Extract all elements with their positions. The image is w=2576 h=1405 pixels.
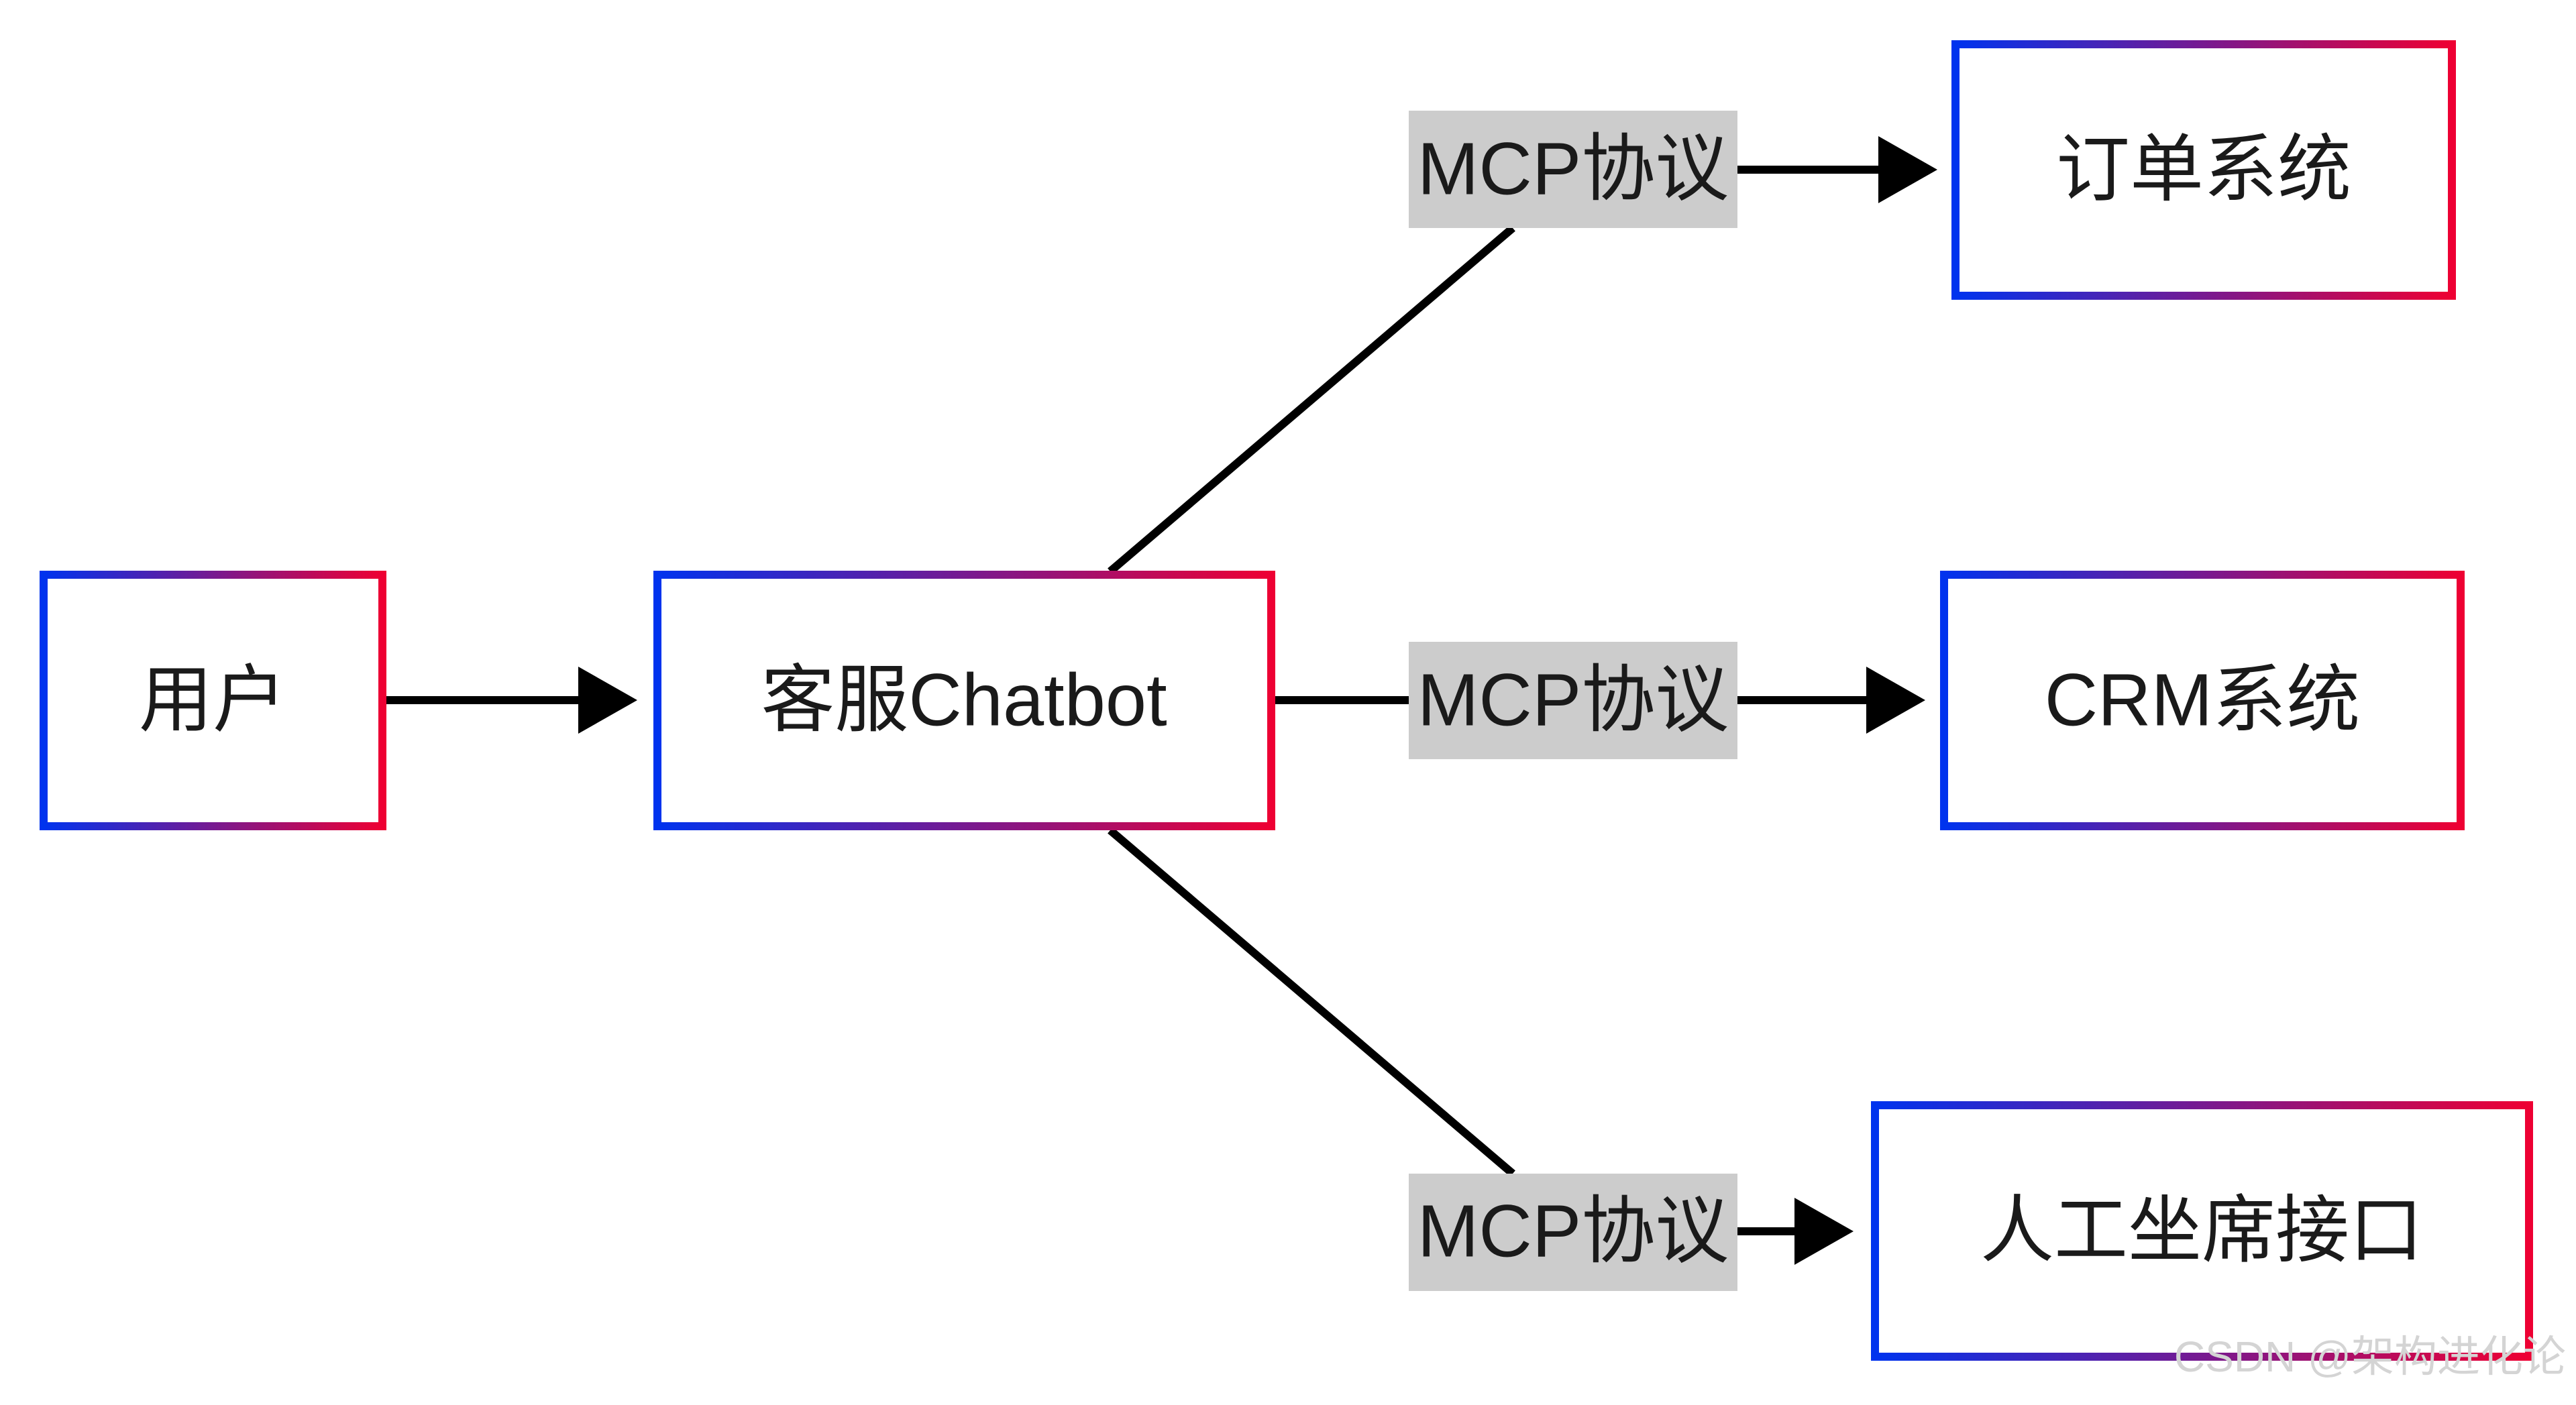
arrowhead-order <box>1878 136 1937 203</box>
edge-label-agent-bg <box>1409 1174 1737 1291</box>
edge-chatbot-order <box>1108 225 1515 575</box>
node-order-label: 订单系统 <box>2056 129 2351 211</box>
node-agent-box <box>1871 1101 2533 1361</box>
node-user[interactable]: 用户 <box>40 571 386 830</box>
edge-label-order-text: MCP协议 <box>1417 128 1729 211</box>
node-crm-label: CRM系统 <box>2045 659 2361 742</box>
node-user-box <box>40 571 386 830</box>
node-user-label: 用户 <box>139 659 286 742</box>
edge-label-order: MCP协议 <box>1409 111 1737 228</box>
node-agent-label: 人工坐席接口 <box>1980 1190 2423 1272</box>
arrowhead-chatbot <box>578 667 637 734</box>
node-order[interactable]: 订单系统 <box>1951 40 2456 300</box>
node-chatbot[interactable]: 客服Chatbot <box>653 571 1275 830</box>
node-agent[interactable]: 人工坐席接口 <box>1871 1101 2533 1361</box>
connectors <box>382 166 1885 1235</box>
edge-label-order-bg <box>1409 111 1737 228</box>
edge-label-agent: MCP协议 <box>1409 1174 1737 1291</box>
edge-chatbot-agent <box>1108 827 1515 1177</box>
node-chatbot-box <box>653 571 1275 830</box>
edge-label-crm: MCP协议 <box>1409 642 1737 759</box>
edge-label-agent-text: MCP协议 <box>1417 1190 1729 1273</box>
arrowhead-crm <box>1866 667 1925 734</box>
arrowheads <box>578 136 1937 1265</box>
node-crm[interactable]: CRM系统 <box>1940 571 2465 830</box>
node-chatbot-label: 客服Chatbot <box>761 659 1167 742</box>
edge-label-crm-text: MCP协议 <box>1417 659 1729 742</box>
node-crm-box <box>1940 571 2465 830</box>
watermark: CSDN @架构进化论 <box>2174 1333 2566 1381</box>
node-order-box <box>1951 40 2456 300</box>
edge-label-crm-bg <box>1409 642 1737 759</box>
arrowhead-agent <box>1794 1198 1854 1265</box>
